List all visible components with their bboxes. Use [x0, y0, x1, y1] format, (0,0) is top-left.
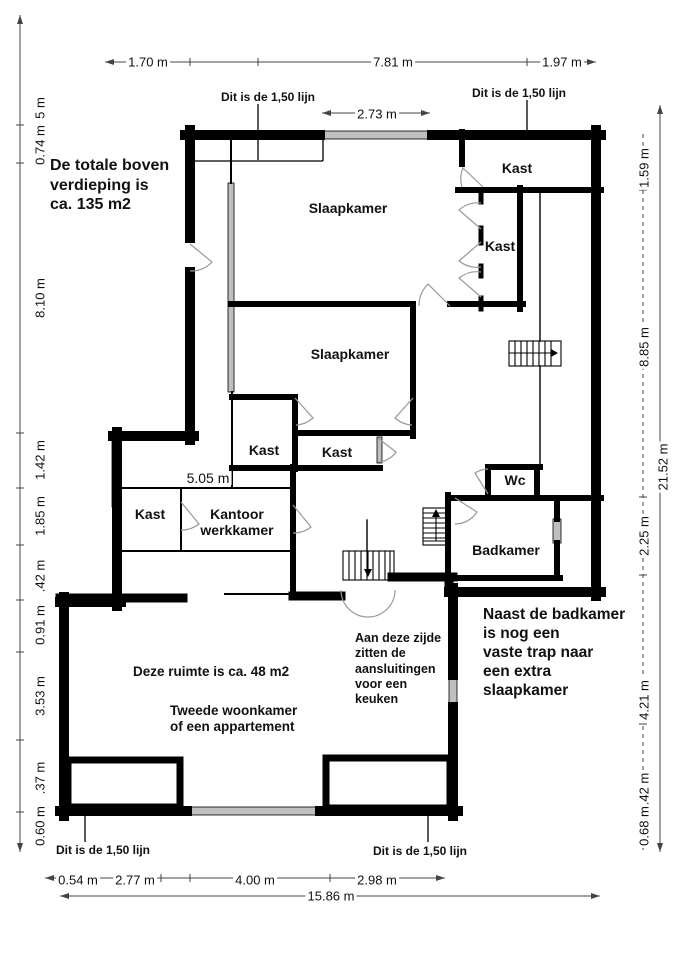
room-badkamer: Badkamer	[472, 541, 540, 558]
dim-top-2: 7.81 m	[371, 54, 415, 70]
door-kast-right-2	[458, 241, 482, 268]
door-kast-m2-a	[294, 397, 314, 426]
dim-left-1: 0.74 m	[32, 123, 48, 167]
stairs-vaste-trap-arrow	[432, 509, 440, 517]
stairs-down-arrow	[364, 569, 372, 577]
line-150-leaders	[84, 100, 528, 842]
dim-right-4: 4.21 m	[636, 678, 652, 722]
outer-walls	[55, 125, 606, 821]
window-top	[319, 130, 433, 140]
dormer-left	[64, 756, 184, 811]
dim-left-4: 1.85 m	[32, 494, 48, 538]
room-kast-left: Kast	[134, 505, 166, 522]
room-kantoor: Kantoor werkkamer	[200, 505, 274, 538]
dim-right-2: 8.85 m	[636, 325, 652, 369]
note-vaste-trap: Naast de badkamer is nog een vaste trap …	[483, 606, 626, 699]
door-kast-m2-c	[377, 437, 397, 463]
dormer-boxes	[64, 754, 454, 812]
dim-bottom-3: 4.00 m	[233, 872, 277, 888]
room-wc: Wc	[504, 471, 526, 488]
dim-top-1: 1.70 m	[126, 54, 170, 70]
note-woonkamer: Tweede woonkamer of een appartement	[170, 703, 298, 735]
label-150-top-right: Dit is de 1,50 lijn	[469, 86, 569, 100]
room-kast-mid-1: Kast	[248, 441, 280, 458]
stairs-main	[508, 340, 562, 367]
dim-left-8: .37 m	[32, 759, 48, 797]
window-interior-left	[227, 182, 235, 393]
label-150-bottom-right: Dit is de 1,50 lijn	[370, 844, 470, 858]
dim-top-window: 2.73 m	[355, 106, 399, 122]
door-badkamer	[454, 497, 478, 525]
door-kast-right-1	[458, 202, 482, 230]
door-kantoor-left	[180, 501, 200, 531]
dim-left-9: 0.60 m	[32, 804, 48, 848]
dim-arrowheads	[17, 15, 663, 899]
dim-bottom-4: 2.98 m	[355, 872, 399, 888]
note-keuken: Aan deze zijde zitten de aansluitingen v…	[355, 631, 442, 706]
stairs-down	[342, 550, 395, 581]
dim-left-0: 5 m	[32, 95, 48, 121]
line-150-top	[192, 140, 324, 162]
dim-right-1: 1.59 m	[636, 146, 652, 190]
note-area-48: Deze ruimte is ca. 48 m2	[133, 664, 290, 679]
dim-right-3: 2.25 m	[636, 514, 652, 558]
note-total-area: De totale boven verdieping is ca. 135 m2	[50, 157, 170, 214]
dim-left-3: 1.42 m	[32, 438, 48, 482]
door-kast-topright	[460, 166, 484, 188]
dim-right-6: 0.68 m	[636, 804, 652, 848]
dim-left-7: 3.53 m	[32, 674, 48, 718]
doors	[180, 166, 489, 618]
dim-top-3: 1.97 m	[540, 54, 584, 70]
dim-left-2: 8.10 m	[32, 276, 48, 320]
room-kast-right: Kast	[484, 237, 516, 254]
stairs-main-arrow	[551, 349, 558, 357]
dim-bottom-1: 0.54 m	[56, 872, 100, 888]
door-kantoor-right	[292, 504, 312, 534]
door-kast-m2-b	[394, 397, 414, 426]
interior-walls	[55, 129, 604, 603]
room-slaapkamer-1: Slaapkamer	[308, 199, 388, 216]
door-wc	[474, 468, 489, 495]
dim-bottom-2: 2.77 m	[113, 872, 157, 888]
dormer-right	[322, 754, 454, 812]
room-kast-topright: Kast	[501, 159, 533, 176]
dim-bottom-total: 15.86 m	[305, 888, 357, 904]
dim-left-6: 0.91 m	[32, 603, 48, 647]
dim-right-5: .42 m	[636, 770, 652, 808]
dim-kantoor-width: 5.05 m	[184, 470, 232, 486]
dim-right-total: 21.52 m	[655, 441, 671, 493]
window-kast-jamb	[376, 436, 383, 464]
label-150-top-left: Dit is de 1,50 lijn	[218, 90, 318, 104]
room-kast-mid-2: Kast	[321, 443, 353, 460]
dim-left-5: .42 m	[32, 557, 48, 595]
stairs-vaste-trap	[422, 507, 451, 546]
double-doors-woonkamer	[340, 589, 396, 618]
window-bottom	[186, 806, 321, 816]
door-kast-right-3	[458, 271, 482, 298]
label-150-bottom-left: Dit is de 1,50 lijn	[53, 843, 153, 857]
window-badkamer	[552, 518, 562, 544]
door-slaapkamer1-left	[189, 243, 213, 272]
room-slaapkamer-2: Slaapkamer	[310, 345, 390, 362]
door-slaapkamer2	[418, 283, 451, 307]
